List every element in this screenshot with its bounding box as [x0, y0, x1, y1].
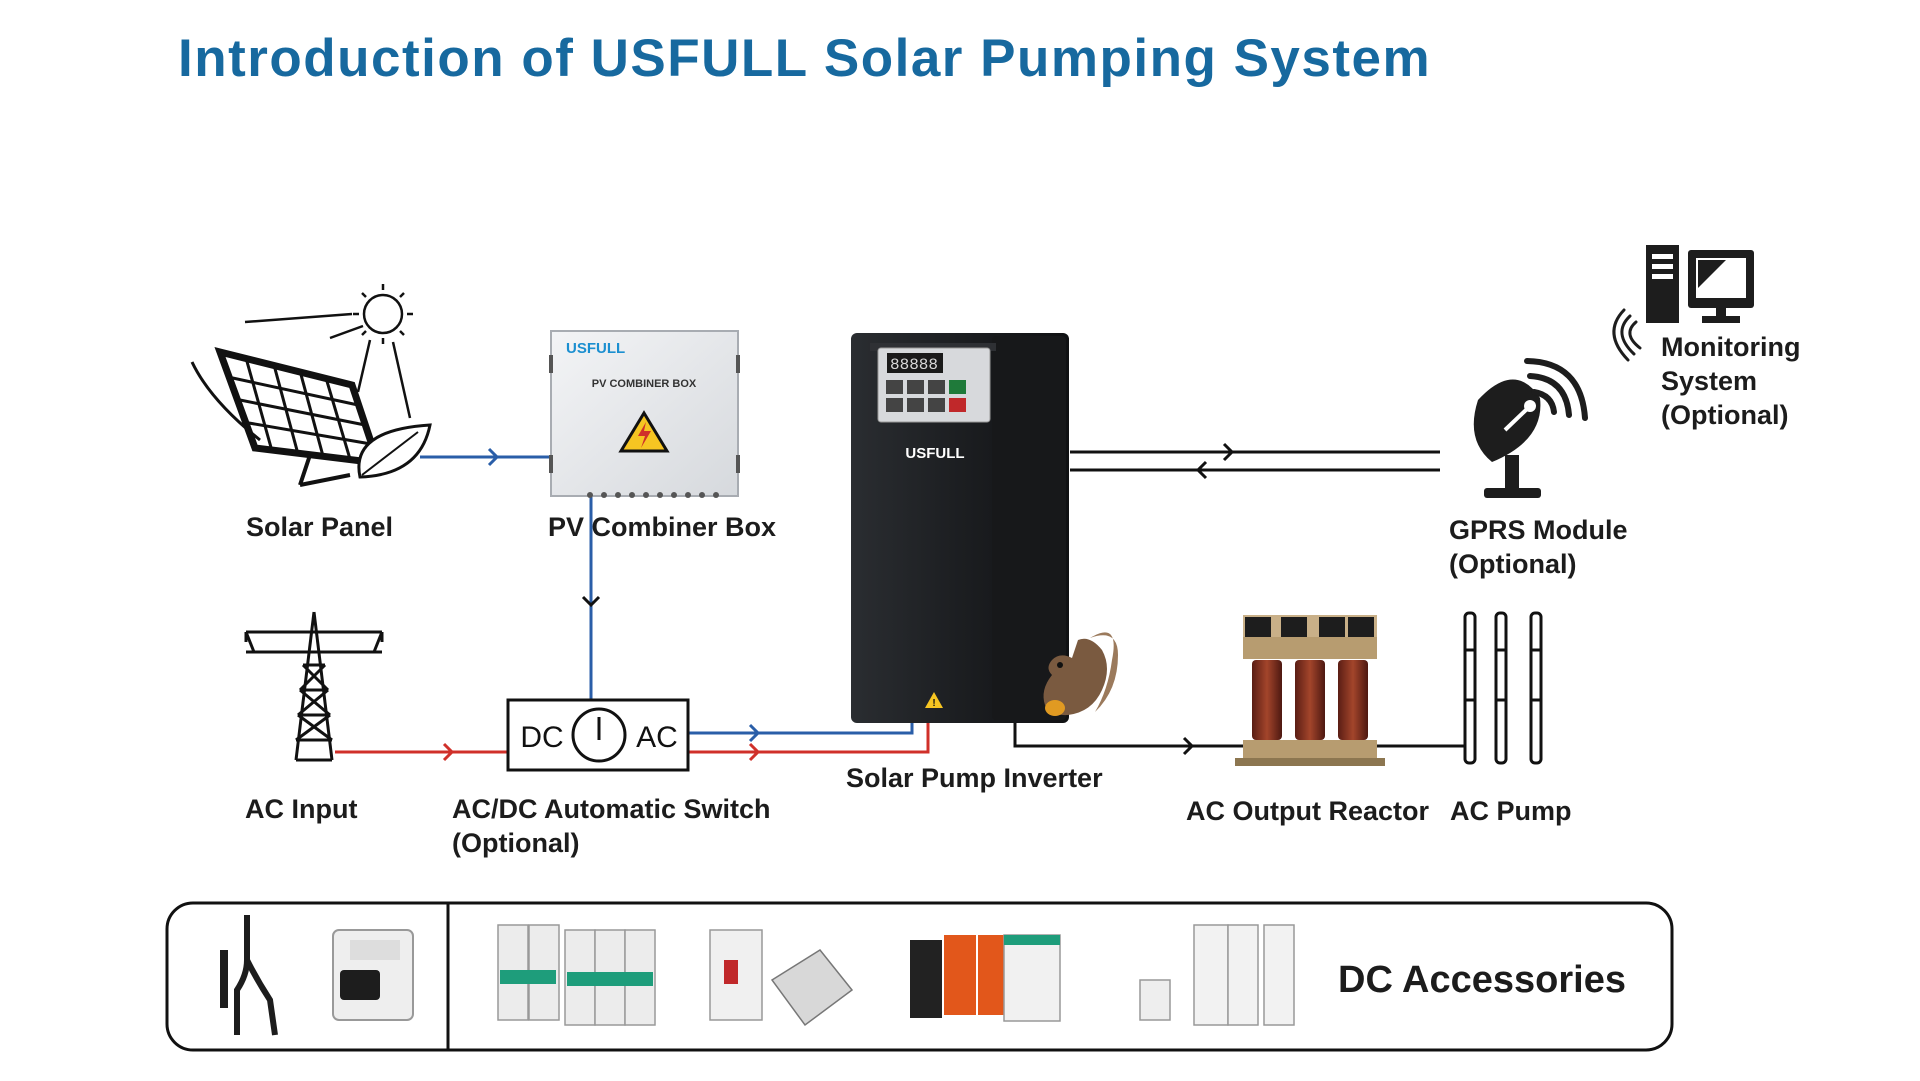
- dc-accessories-panel: DC Accessories: [165, 901, 1674, 1052]
- dc-line-switch-to-inverter: [688, 722, 914, 735]
- ac-line-switch-to-inverter: [688, 722, 930, 754]
- label-reactor: AC Output Reactor: [1186, 796, 1429, 826]
- label-ac-input: AC Input: [245, 794, 357, 824]
- transmission-tower-icon: [244, 611, 384, 762]
- surge-protector-icon: [910, 934, 1061, 1022]
- label-gprs-line1: GPRS Module: [1449, 515, 1628, 545]
- sun-icon: [244, 284, 413, 419]
- pv-combiner-box: USFULL PV COMBINER BOX: [549, 330, 740, 498]
- accessories-label: DC Accessories: [1338, 959, 1626, 1001]
- wifi-signal-icon: [1524, 358, 1588, 421]
- monitor-icon: [1688, 250, 1754, 323]
- label-switch-line1: AC/DC Automatic Switch: [452, 794, 771, 824]
- mccb-breaker-icon: [709, 929, 854, 1027]
- arrow-icon: [1222, 442, 1235, 462]
- leaf-icon: [357, 423, 432, 479]
- svg-text:!: !: [932, 698, 935, 709]
- mcb-breaker-icon: [497, 924, 656, 1026]
- squirrel-icon: [1043, 632, 1118, 716]
- monitoring-system: [1612, 245, 1754, 362]
- label-monitoring-line1: Monitoring: [1661, 332, 1800, 362]
- label-solar-panel: Solar Panel: [246, 512, 393, 542]
- solar-pump-inverter: 88888 USFULL !: [851, 333, 1069, 723]
- ac-output-reactor: [1235, 615, 1385, 766]
- arrow-icon: [487, 447, 500, 467]
- satellite-dish-icon: [1473, 358, 1588, 498]
- arrow-icon: [748, 742, 761, 762]
- switch-ac-label: AC: [636, 721, 678, 754]
- label-inverter: Solar Pump Inverter: [846, 763, 1103, 793]
- inverter-keypad: [886, 380, 966, 412]
- combiner-brand-logo: USFULL: [566, 340, 625, 357]
- arrow-icon: [1182, 736, 1195, 756]
- mc4-connector-icon: [220, 915, 278, 1036]
- ac-output-line: [1013, 722, 1243, 748]
- label-pump: AC Pump: [1450, 796, 1572, 826]
- label-monitoring-line2: System: [1661, 366, 1757, 396]
- acdc-switch: DC AC: [506, 698, 690, 772]
- label-gprs-line2: (Optional): [1449, 549, 1576, 579]
- combiner-box-caption: PV COMBINER BOX: [592, 378, 697, 390]
- warning-icon: !: [925, 692, 943, 709]
- arrow-icon: [1195, 460, 1208, 480]
- inverter-display: 88888: [890, 356, 938, 374]
- page-title: Introduction of USFULL Solar Pumping Sys…: [178, 29, 1432, 88]
- label-pv-combiner-box: PV Combiner Box: [548, 512, 776, 542]
- component-labels: Solar Panel PV Combiner Box AC Input AC/…: [245, 332, 1800, 858]
- connection-lines: [335, 442, 1470, 762]
- ac-pump: [1463, 611, 1543, 765]
- wifi-signal-icon: [1612, 308, 1642, 362]
- computer-tower-icon: [1646, 245, 1679, 323]
- label-switch-line2: (Optional): [452, 828, 579, 858]
- power-switch-icon: [571, 707, 627, 763]
- warning-icon: [618, 410, 670, 453]
- arrow-icon: [442, 742, 455, 762]
- inverter-brand-logo: USFULL: [905, 445, 964, 462]
- label-monitoring-line3: (Optional): [1661, 400, 1788, 430]
- solar-panel: [190, 284, 432, 487]
- dc-isolator-icon: [332, 929, 414, 1021]
- switch-dc-label: DC: [520, 721, 563, 754]
- arrow-icon: [581, 595, 601, 608]
- solar-panel-icon: [190, 347, 384, 487]
- dc-fuse-icon: [1139, 924, 1295, 1026]
- arrow-icon: [748, 723, 761, 743]
